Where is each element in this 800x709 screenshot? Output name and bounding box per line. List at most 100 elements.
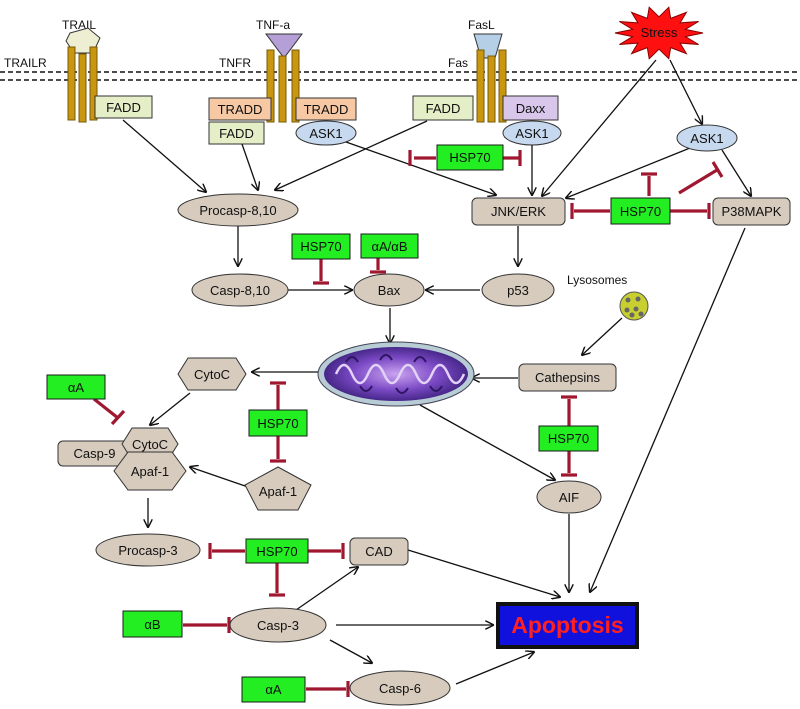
aab-bax-box — [360, 233, 419, 259]
hsp70-jnk-top-box — [436, 144, 504, 171]
tnf-tradd-box-right — [295, 97, 357, 121]
hsp70-casp3-label: HSP70 — [256, 544, 297, 559]
inhibit-hsp70-to-ask1-diag — [678, 168, 718, 195]
tnf-ligand-shape — [265, 33, 303, 59]
tnf-tradd-label-left: TRADD — [218, 102, 263, 117]
p53-label: p53 — [507, 283, 529, 298]
fas-label: Fas — [448, 56, 468, 70]
lysosomes-label: Lysosomes — [567, 273, 627, 287]
ab-casp3-label: αB — [144, 617, 160, 632]
tnfr-bar-1 — [266, 49, 275, 123]
aa-complex-box — [46, 374, 106, 400]
tnf-ligand-label: TNF-a — [256, 18, 290, 32]
cytoc-node — [177, 357, 247, 391]
p53-node — [481, 273, 555, 307]
arrow-stress-to-jnk — [542, 59, 657, 196]
pathway-nodes: ASK1 Procasp-8,10 JNK/ERK P38MAPK Casp-8… — [57, 124, 791, 706]
inhibition-lines — [93, 150, 724, 697]
arrow-stress-to-ask1 — [669, 59, 702, 124]
activation-arrows — [122, 59, 751, 685]
apoptosis-label: Apoptosis — [511, 612, 623, 638]
cathepsins-node — [518, 363, 617, 392]
cad-label: CAD — [365, 544, 392, 559]
stress-burst: Stress — [614, 6, 704, 60]
p38-node — [712, 197, 791, 226]
arrow-tnf-ask1-to-jnk — [345, 141, 496, 195]
complex-apaf1-node — [113, 451, 187, 491]
stress-star-shape — [614, 6, 704, 60]
trail-receptor-complex: TRAIL TRAILR FADD — [4, 18, 153, 123]
aif-label: AIF — [559, 490, 579, 505]
casp6-node — [349, 670, 451, 706]
fas-bar-1 — [476, 49, 485, 123]
aab-bax-label: αA/αB — [372, 239, 408, 254]
casp3-label: Casp-3 — [257, 618, 299, 633]
ask1-node — [676, 124, 738, 152]
arrow-fas-fadd-to-procasp — [275, 120, 428, 190]
trail-ligand-label: TRAIL — [62, 18, 96, 32]
tnf-ask1-label: ASK1 — [309, 126, 342, 141]
chaperone-boxes: HSP70 HSP70 HSP70 αA/αB αA HSP70 HSP70 H… — [46, 144, 671, 703]
aa-complex-label: αA — [68, 380, 85, 395]
casp3-node — [229, 607, 327, 643]
p38-label: P38MAPK — [722, 204, 782, 219]
hsp70-casp3-box — [245, 538, 309, 564]
casp810-node — [191, 273, 289, 307]
hsp70-cytoc-box — [248, 409, 308, 437]
aif-node — [536, 480, 602, 514]
stress-label: Stress — [641, 25, 678, 40]
tnfr-label: TNFR — [219, 56, 251, 70]
cell-membrane — [0, 71, 800, 81]
trailr-bar-3 — [89, 46, 98, 121]
procasp3-label: Procasp-3 — [118, 543, 177, 558]
fas-daxx-label: Daxx — [516, 101, 546, 116]
tnfr-bar-2 — [278, 55, 287, 123]
arrow-casp3-to-cad — [295, 567, 358, 611]
arrow-cytoc-to-complex — [150, 392, 191, 425]
arrow-trail-fadd-to-procasp — [122, 119, 206, 192]
jnk-label: JNK/ERK — [491, 204, 546, 219]
arrow-ask1-to-jnk — [566, 147, 691, 198]
trailr-bar-2 — [78, 53, 87, 123]
arrow-casp6-to-apoptosis — [455, 652, 534, 685]
lysosome-icon — [619, 291, 649, 321]
fas-fadd-box — [412, 95, 474, 121]
arrow-apaf1-to-complex — [190, 467, 249, 488]
arrow-lysosomes-to-cathepsins — [582, 317, 623, 355]
casp810-label: Casp-8,10 — [210, 283, 270, 298]
cad-node — [349, 537, 409, 566]
procasp3-node — [95, 533, 201, 567]
tnf-tradd-label-right: TRADD — [304, 102, 349, 117]
trail-fadd-label: FADD — [106, 100, 141, 115]
fas-ask1-label: ASK1 — [515, 126, 548, 141]
bax-node — [353, 273, 425, 307]
fas-bar-3 — [498, 49, 507, 123]
hsp70-cytoc-label: HSP70 — [257, 416, 298, 431]
arrow-ask1-to-p38 — [721, 149, 751, 196]
tnf-fadd-box — [208, 121, 265, 145]
tnf-ask1-node — [295, 120, 357, 146]
casp6-label: Casp-6 — [379, 681, 421, 696]
complex-cytoc-label: CytoC — [132, 437, 168, 452]
aa-casp6-box — [241, 676, 306, 703]
hsp70-aif-label: HSP70 — [548, 431, 589, 446]
trailr-bar-1 — [67, 46, 76, 121]
arrow-tnf-fadd-to-procasp — [241, 143, 258, 190]
hsp70-jnk-top-label: HSP70 — [449, 150, 490, 165]
tnf-tradd-box-left — [208, 97, 272, 121]
procasp810-node — [177, 193, 299, 227]
arrow-casp3-to-casp6 — [329, 639, 372, 663]
cathepsins-label: Cathepsins — [535, 370, 601, 385]
hsp70-bax-label: HSP70 — [300, 239, 341, 254]
fas-bar-2 — [487, 55, 496, 123]
hsp70-bax-box — [291, 233, 351, 260]
tnf-receptor-complex: TNF-a TNFR TRADD FADD TRADD ASK1 — [208, 18, 357, 146]
fas-fadd-label: FADD — [426, 101, 461, 116]
hsp70-jnk-right-box — [610, 197, 671, 225]
jnk-node — [471, 197, 566, 226]
mitochondrion-icon — [317, 341, 475, 407]
arrow-p38-to-apoptosis — [590, 227, 746, 592]
complex-apaf1-label: Apaf-1 — [131, 464, 169, 479]
procasp810-label: Procasp-8,10 — [199, 203, 276, 218]
